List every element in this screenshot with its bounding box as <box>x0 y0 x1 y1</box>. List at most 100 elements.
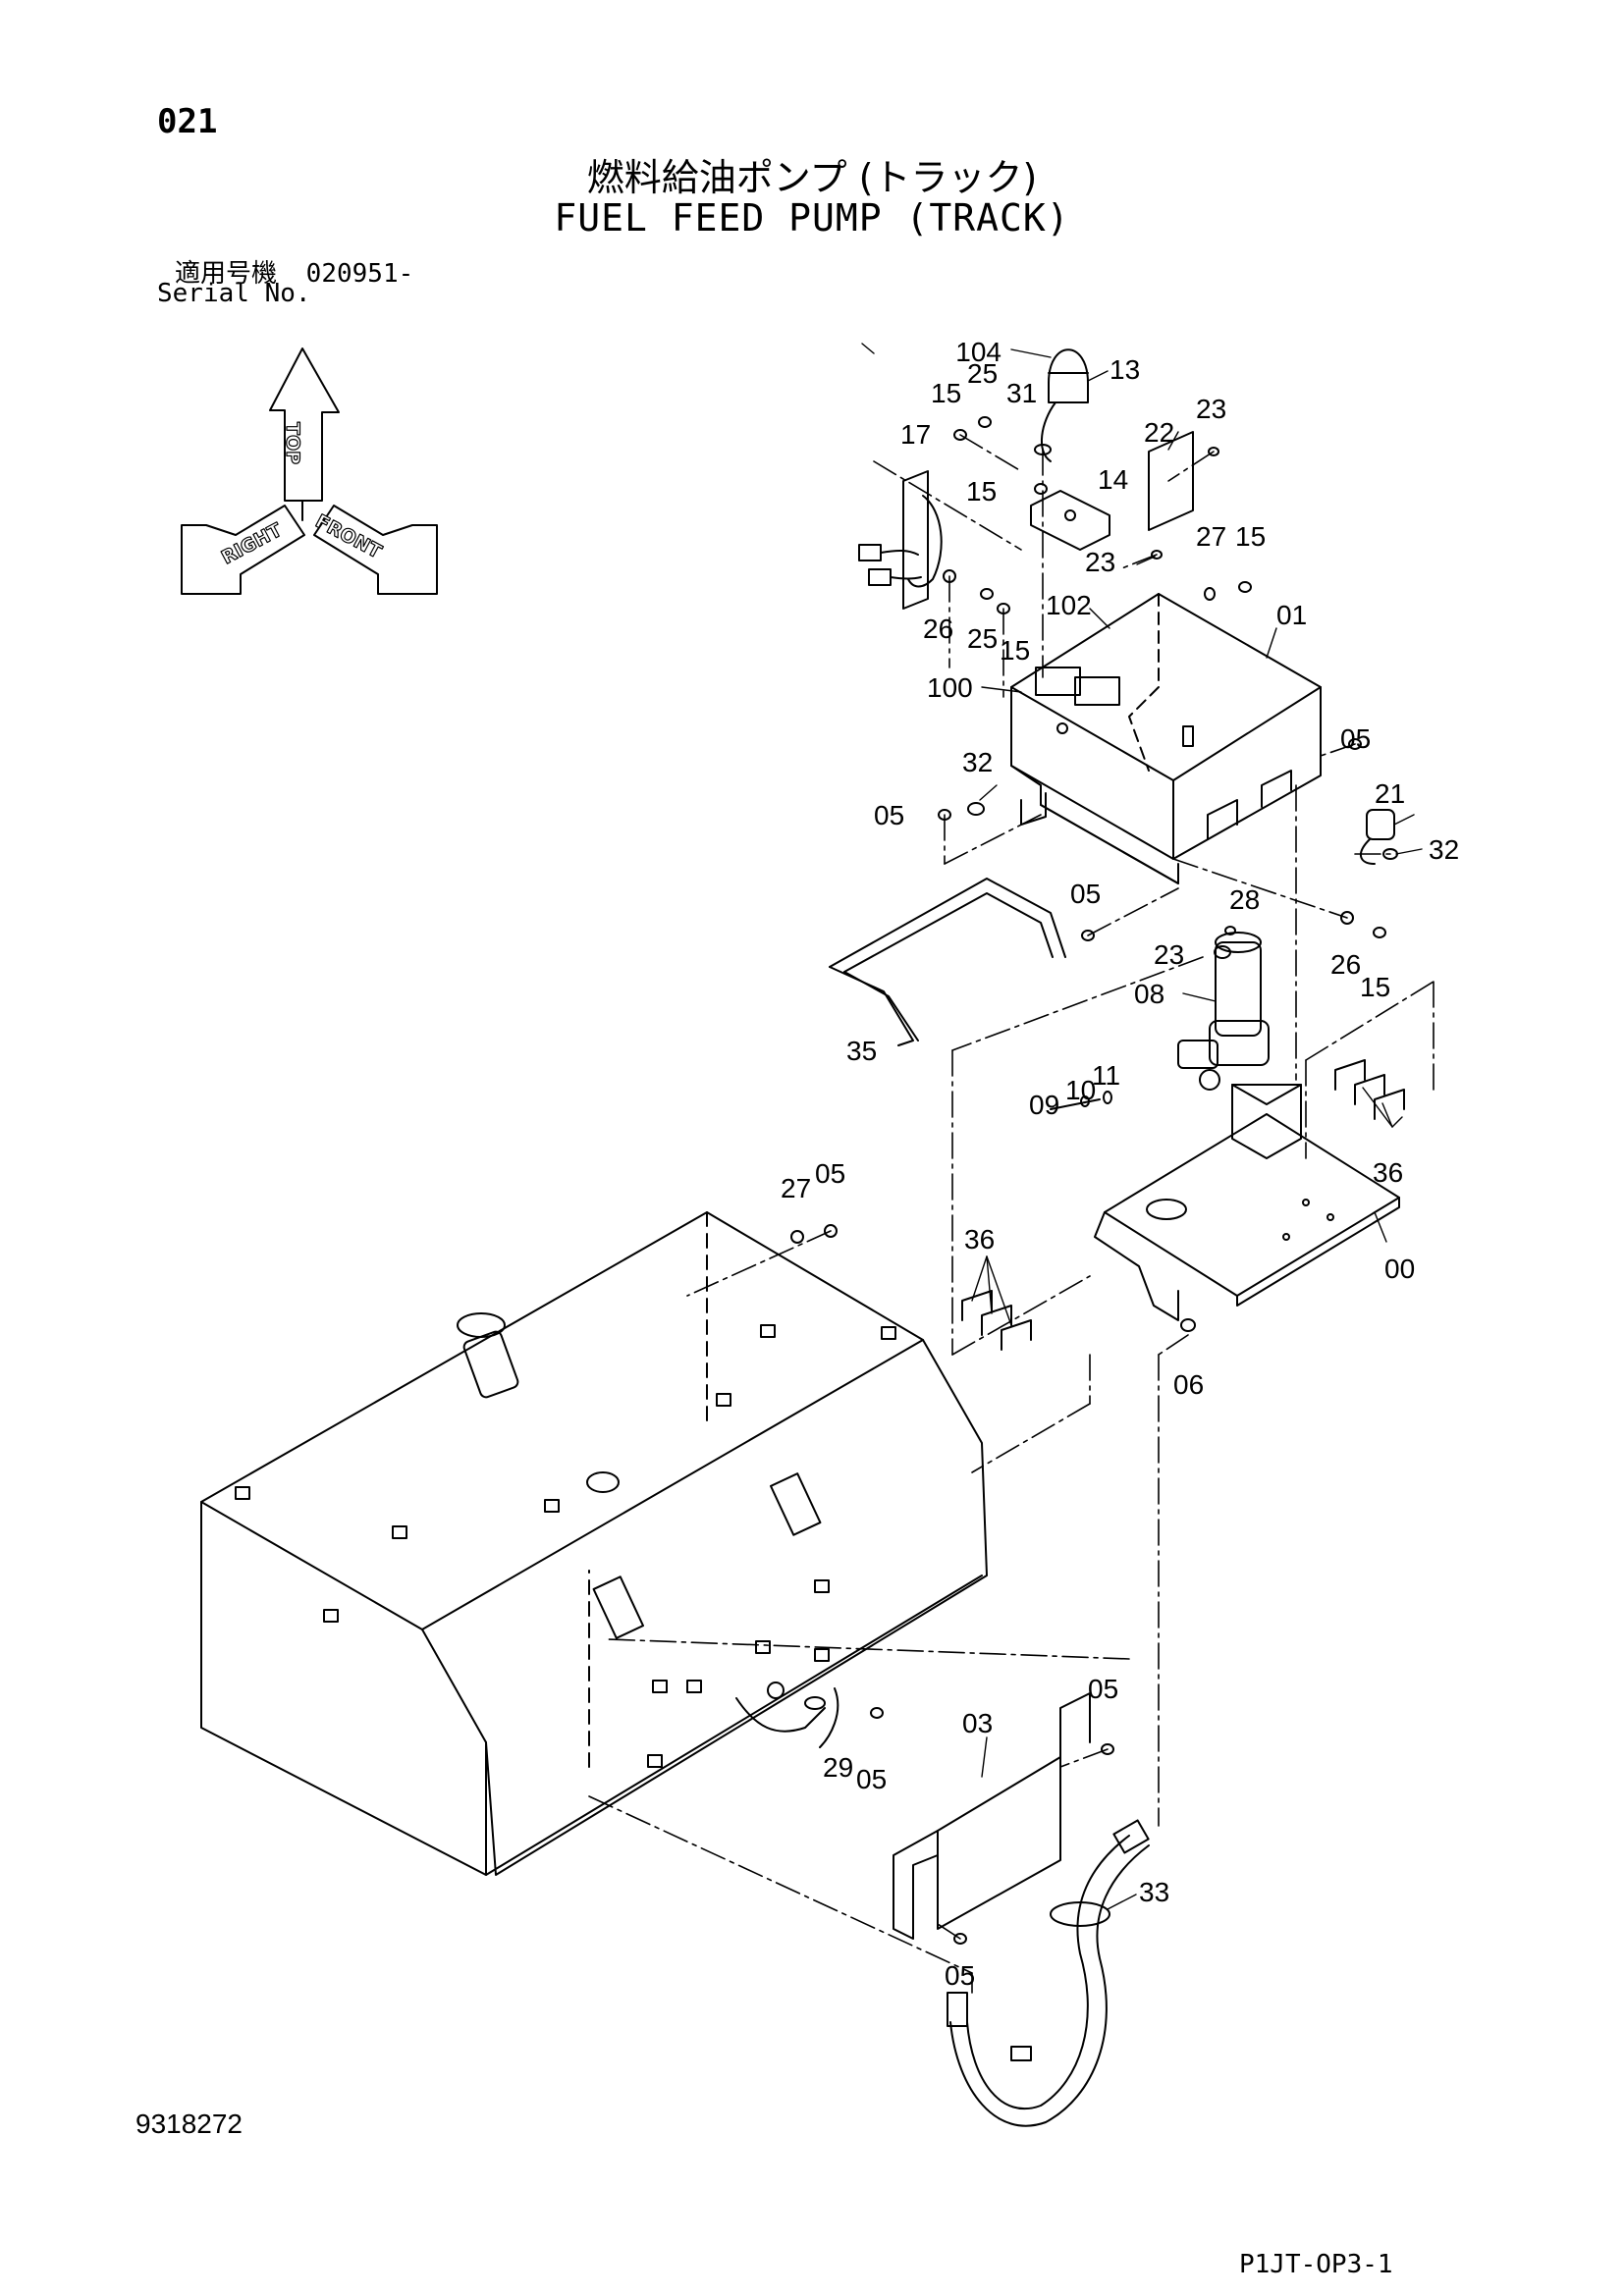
leader-32b <box>1395 848 1423 855</box>
lamp-13 <box>1048 348 1089 403</box>
callout-102: 102 <box>1046 590 1092 620</box>
clamp-25-b <box>980 588 994 600</box>
screw-23-c <box>1224 926 1236 935</box>
line-aa <box>1059 1748 1109 1768</box>
tank-boss-8 <box>814 1579 830 1593</box>
bolt-15-e <box>1373 927 1386 938</box>
callout-26b: 26 <box>1330 949 1361 980</box>
callout-10: 10 <box>1065 1075 1096 1105</box>
hose-grommet <box>1050 1901 1110 1927</box>
tank-front-face <box>200 1501 487 1876</box>
leader-21 <box>1393 814 1415 826</box>
pump-motor <box>1215 941 1262 1037</box>
clip-36-right-2 <box>1354 1074 1385 1105</box>
clamp-27-b <box>790 1230 804 1244</box>
bracket-hole <box>1064 509 1076 521</box>
cover-side <box>1172 686 1322 860</box>
arrow-front-shape <box>313 505 438 595</box>
leader-lines <box>861 343 1423 1910</box>
cover-notch-1 <box>1207 799 1238 840</box>
line-j <box>944 814 1042 865</box>
leader-08 <box>1182 992 1217 1002</box>
callout-27a: 27 <box>1196 521 1226 552</box>
cover-lower-left <box>1010 765 1179 884</box>
plate-hole-3 <box>1326 1213 1334 1221</box>
mount-plate-00 <box>1094 1084 1400 1332</box>
pump-outlet <box>1177 1040 1218 1069</box>
clip-36-left-1 <box>961 1290 993 1321</box>
tank-boss-11 <box>755 1640 771 1654</box>
plate-upright <box>1231 1084 1302 1159</box>
leader-01 <box>1266 627 1277 659</box>
callout-100: 100 <box>927 672 973 703</box>
callout-35: 35 <box>846 1036 877 1066</box>
orient-top-text: TOP <box>282 422 303 464</box>
bolt-05-f <box>870 1707 884 1719</box>
callout-32b: 32 <box>1429 834 1459 865</box>
leader-36b-2 <box>986 1255 993 1314</box>
seal-35-leg <box>829 966 914 1046</box>
screw-23-b <box>1151 550 1163 560</box>
plate-front-edge <box>1236 1197 1400 1307</box>
clip-36-right-3 <box>1374 1089 1405 1120</box>
line-d <box>1167 451 1215 482</box>
line-k <box>1087 887 1179 936</box>
cover-notch-2 <box>1261 770 1292 808</box>
clip-29 <box>819 1687 839 1748</box>
line-o <box>951 956 1204 1051</box>
grommet-32-a <box>967 802 985 816</box>
lamp-assembly <box>858 348 1252 614</box>
bolt-15-a <box>953 429 967 441</box>
callout-15e: 15 <box>1360 972 1390 1002</box>
callout-01: 01 <box>1276 600 1307 630</box>
cover-bracket-100 <box>1035 667 1081 696</box>
callout-23b: 23 <box>1085 547 1115 577</box>
leader-36a-1 <box>1362 1087 1393 1128</box>
leader-104 <box>1010 348 1052 358</box>
line-bb <box>937 1923 961 1940</box>
clip-36-left-3 <box>1001 1319 1032 1351</box>
line-q <box>951 1275 1091 1356</box>
washer-11 <box>1103 1091 1112 1104</box>
callout-09: 09 <box>1029 1090 1059 1120</box>
title-english: FUEL FEED PUMP (TRACK) <box>554 196 1070 240</box>
callout-15a: 15 <box>931 378 961 408</box>
clamp-27-a <box>1204 587 1216 601</box>
tank-port <box>767 1682 785 1699</box>
plate-hole-4 <box>1282 1233 1290 1241</box>
line-l <box>1172 858 1348 919</box>
callout-26a: 26 <box>923 614 953 644</box>
seal-35 <box>829 878 1066 1046</box>
line-x <box>971 1403 1091 1473</box>
callout-36b: 36 <box>964 1224 995 1255</box>
seal-35-inner <box>843 892 1054 973</box>
callout-25a: 25 <box>967 358 998 389</box>
callout-28: 28 <box>1229 884 1260 915</box>
tank-ridge-line <box>421 1339 924 1630</box>
leader-pointer <box>861 343 875 354</box>
seal-35-leg-inner <box>843 971 919 1041</box>
callout-05b: 05 <box>874 800 904 830</box>
leader-33 <box>1107 1894 1137 1910</box>
document-number: 9318272 <box>135 2109 244 2139</box>
line-y <box>588 1795 973 1974</box>
leader-102 <box>1089 608 1110 629</box>
tank-boss-3 <box>323 1609 339 1623</box>
tank-boss-9 <box>652 1680 668 1693</box>
line-e <box>1118 554 1158 570</box>
callout-27b: 27 <box>781 1173 811 1203</box>
callout-29: 29 <box>823 1752 853 1783</box>
clamp-25-a <box>978 416 992 428</box>
serial-line-jp: 適用号機 020951- <box>175 253 413 290</box>
leader-00 <box>1374 1211 1387 1243</box>
callout-05g: 05 <box>945 1960 975 1991</box>
bolt-15-c <box>1238 581 1252 593</box>
tank-boss-13 <box>647 1754 663 1768</box>
callout-03: 03 <box>962 1708 993 1738</box>
serial-label-en: Serial No. <box>157 279 311 308</box>
cover-clip <box>1182 725 1194 747</box>
leader-36a-2 <box>1381 1102 1393 1128</box>
callout-17: 17 <box>900 419 931 450</box>
hose-inner <box>949 1844 1150 2127</box>
